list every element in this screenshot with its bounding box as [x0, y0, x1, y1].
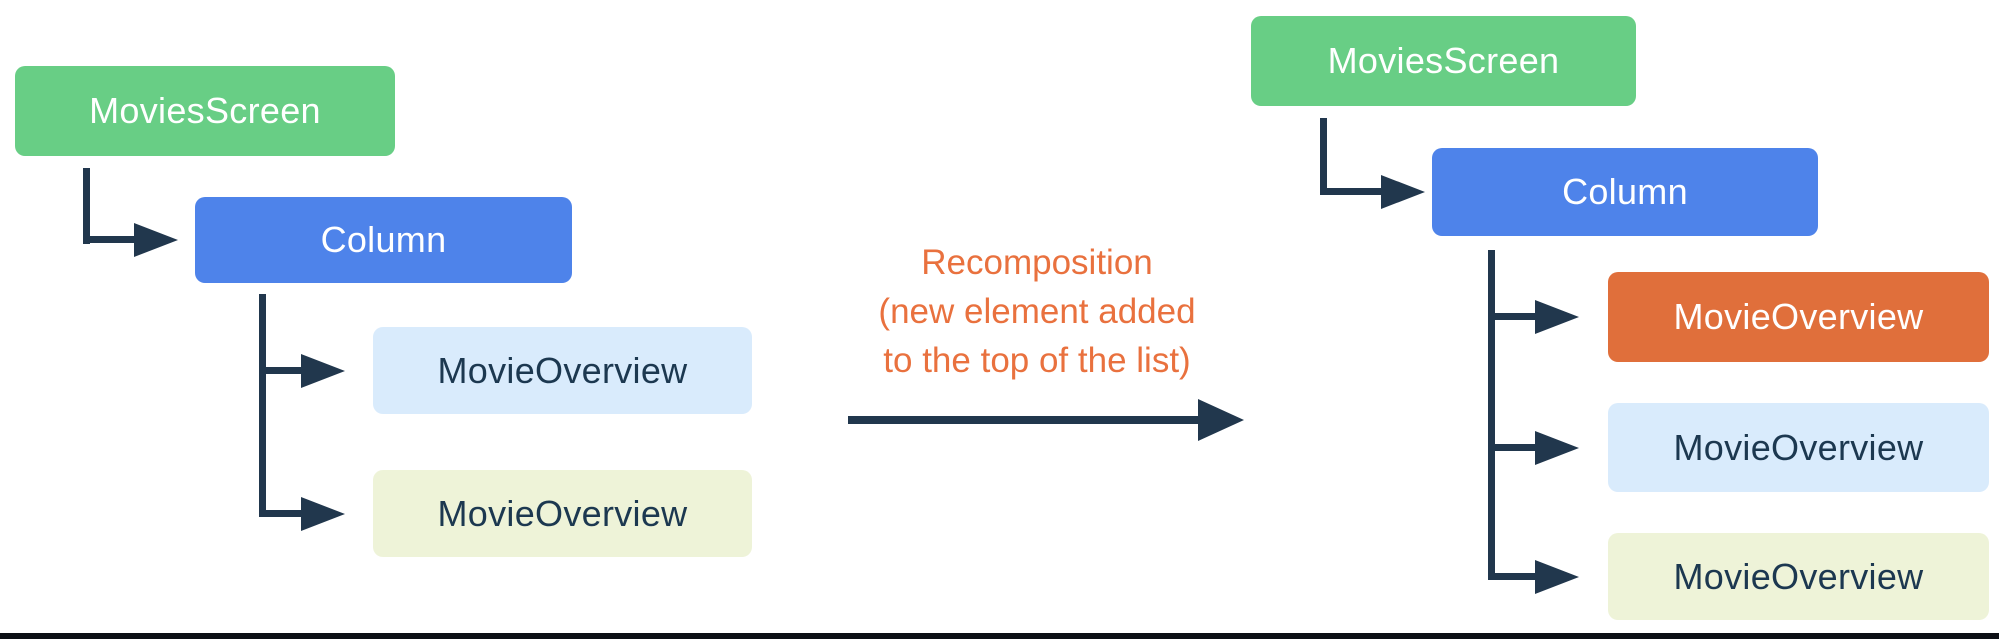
transition-caption: Recomposition (new element added to the … — [790, 238, 1284, 385]
node-label: MovieOverview — [437, 349, 688, 391]
node-moviesscreen-after: MoviesScreen — [1251, 16, 1636, 106]
connector-line-after-branch-1 — [1488, 313, 1536, 320]
connector-line-before-trunk — [259, 294, 266, 517]
connector-line-after-root-column-horizontal — [1320, 188, 1382, 195]
node-column-after: Column — [1432, 148, 1818, 236]
connector-line-after-root-column-vertical — [1320, 118, 1327, 195]
node-label: MoviesScreen — [89, 90, 321, 131]
arrowhead-icon — [134, 223, 178, 257]
connector-line-before-branch-2 — [259, 510, 302, 517]
node-label: MovieOverview — [1673, 555, 1924, 597]
node-column-before: Column — [195, 197, 572, 283]
arrowhead-icon — [301, 354, 345, 388]
node-label: MovieOverview — [1673, 426, 1924, 468]
node-movieoverview-3-after: MovieOverview — [1608, 533, 1989, 620]
transition-caption-line-3: to the top of the list) — [883, 341, 1191, 380]
transition-caption-line-1: Recomposition — [921, 243, 1153, 282]
node-label: MovieOverview — [437, 492, 688, 534]
arrowhead-icon — [1535, 560, 1579, 594]
connector-line-before-branch-1 — [259, 367, 302, 374]
connector-line-before-root-column-horizontal — [83, 236, 136, 243]
arrowhead-icon — [301, 497, 345, 531]
node-movieoverview-1-after: MovieOverview — [1608, 272, 1989, 362]
transition-arrow-line — [848, 416, 1200, 424]
arrowhead-icon — [1535, 431, 1579, 465]
connector-line-after-trunk — [1488, 250, 1495, 580]
node-movieoverview-2-after: MovieOverview — [1608, 403, 1989, 492]
node-label: Column — [1562, 171, 1688, 212]
connector-line-before-root-column-vertical — [83, 168, 90, 244]
node-label: Column — [320, 219, 447, 260]
node-movieoverview-1-before: MovieOverview — [373, 327, 752, 414]
node-movieoverview-2-before: MovieOverview — [373, 470, 752, 557]
transition-caption-line-2: (new element added — [878, 292, 1196, 331]
arrowhead-icon — [1535, 300, 1579, 334]
node-label: MoviesScreen — [1327, 40, 1560, 81]
arrowhead-icon — [1381, 175, 1425, 209]
bottom-divider — [0, 633, 1999, 639]
node-label: MovieOverview — [1673, 296, 1924, 337]
node-moviesscreen-before: MoviesScreen — [15, 66, 395, 156]
connector-line-after-branch-2 — [1488, 444, 1536, 451]
connector-line-after-branch-3 — [1488, 573, 1536, 580]
arrowhead-icon — [1198, 399, 1244, 441]
